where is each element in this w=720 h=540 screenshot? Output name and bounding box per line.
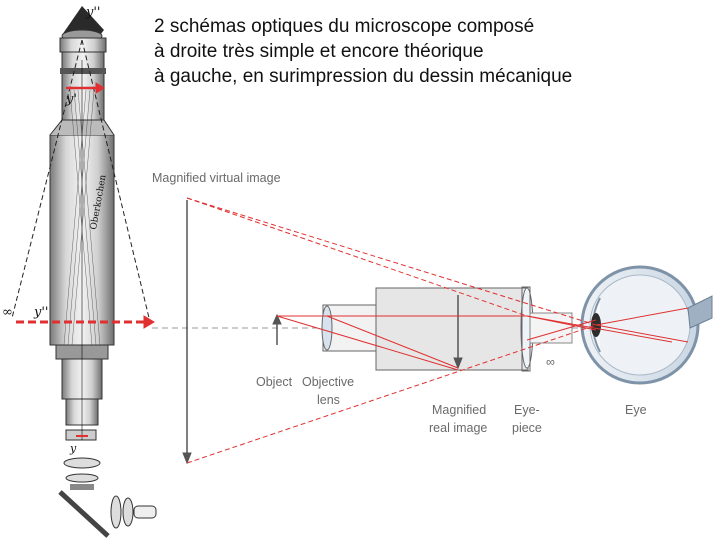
eye-drawing xyxy=(580,265,713,385)
label-eye: Eye xyxy=(625,403,647,417)
caption-line-1: 2 schémas optiques du microscope composé xyxy=(154,16,535,37)
label-objective-line-2: lens xyxy=(317,393,340,407)
real-image-arrow xyxy=(453,295,463,370)
label-infinity-left: ∞ xyxy=(2,305,13,320)
object-arrow xyxy=(272,313,282,345)
right-optical-diagram: Magnified virtual image Object Objective… xyxy=(152,171,713,465)
label-objective-line-1: Objective xyxy=(302,375,354,389)
label-magnified-virtual-image: Magnified virtual image xyxy=(152,171,281,185)
label-eyepiece-line-2: piece xyxy=(512,421,542,435)
label-y-prime: y' xyxy=(65,92,77,107)
condenser-lens xyxy=(63,457,101,469)
objective-lens xyxy=(321,305,333,351)
left-microscope-diagram: Oberkochen xyxy=(2,5,157,538)
microscope-tube xyxy=(375,287,529,371)
label-eyepiece-line-1: Eye- xyxy=(514,403,540,417)
caption: 2 schémas optiques du microscope composé… xyxy=(154,14,714,89)
virtual-ray-lines xyxy=(186,197,597,464)
label-real-image-line-2: real image xyxy=(429,421,487,435)
eyepiece-cap xyxy=(59,6,107,53)
label-real-image-line-1: Magnified xyxy=(432,403,486,417)
lamp-assembly xyxy=(110,495,157,529)
internal-ray-bundle xyxy=(63,60,101,440)
label-object: Object xyxy=(256,375,293,389)
label-y-object: y xyxy=(69,442,77,455)
caption-line-3: à gauche, en surimpression du dessin méc… xyxy=(154,66,573,87)
label-y-double-prime-top: y'' xyxy=(85,5,101,20)
label-infinity-right: ∞ xyxy=(546,355,555,369)
label-y-double-prime-mid: y'' xyxy=(33,305,49,320)
virtual-image-arrow xyxy=(182,200,192,465)
mirror xyxy=(58,490,110,538)
red-image-arrows xyxy=(16,82,155,437)
caption-line-2: à droite très simple et encore théorique xyxy=(154,41,484,62)
ray-lines xyxy=(276,307,689,371)
